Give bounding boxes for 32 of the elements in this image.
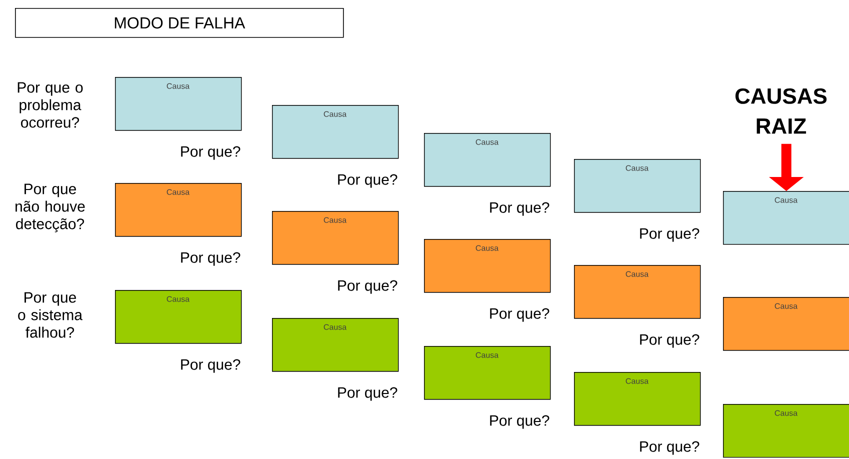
why-question: Por que? xyxy=(490,415,550,429)
cause-box: Causa xyxy=(424,133,551,187)
cause-box: Causa xyxy=(723,404,849,458)
why-question: Por que? xyxy=(181,252,240,266)
why-question: Por que? xyxy=(181,359,240,373)
question-label: Por que o sistema falhou? xyxy=(18,292,82,338)
why-question: Por que? xyxy=(490,202,550,216)
cause-box: Causa xyxy=(723,191,849,245)
cause-box: Causa xyxy=(272,105,399,159)
why-question: Por que? xyxy=(338,387,398,401)
cause-box: Causa xyxy=(272,211,399,265)
cause-box: Causa xyxy=(424,239,551,293)
cause-box: Causa xyxy=(424,346,551,400)
heading: CAUSAS RAIZ xyxy=(735,88,827,134)
why-question: Por que? xyxy=(490,308,550,322)
cause-box: Causa xyxy=(115,77,242,131)
why-question: Por que? xyxy=(338,280,398,294)
cause-box: Causa xyxy=(272,318,399,372)
why-question: Por que? xyxy=(640,334,700,348)
why-question: Por que? xyxy=(640,228,700,242)
question-label: Por que o problema ocorreu? xyxy=(18,82,83,128)
why-question: Por que? xyxy=(181,146,240,160)
cause-box: Causa xyxy=(723,297,849,351)
title-box: MODO DE FALHA xyxy=(15,8,344,38)
cause-box: Causa xyxy=(574,372,701,426)
why-question: Por que? xyxy=(338,174,398,188)
question-label: Por que não houve detecção? xyxy=(16,184,85,232)
cause-box: Causa xyxy=(574,265,701,319)
why-question: Por que? xyxy=(640,441,700,455)
cause-box: Causa xyxy=(115,290,242,344)
cause-box: Causa xyxy=(574,159,701,213)
cause-box: Causa xyxy=(115,183,242,237)
